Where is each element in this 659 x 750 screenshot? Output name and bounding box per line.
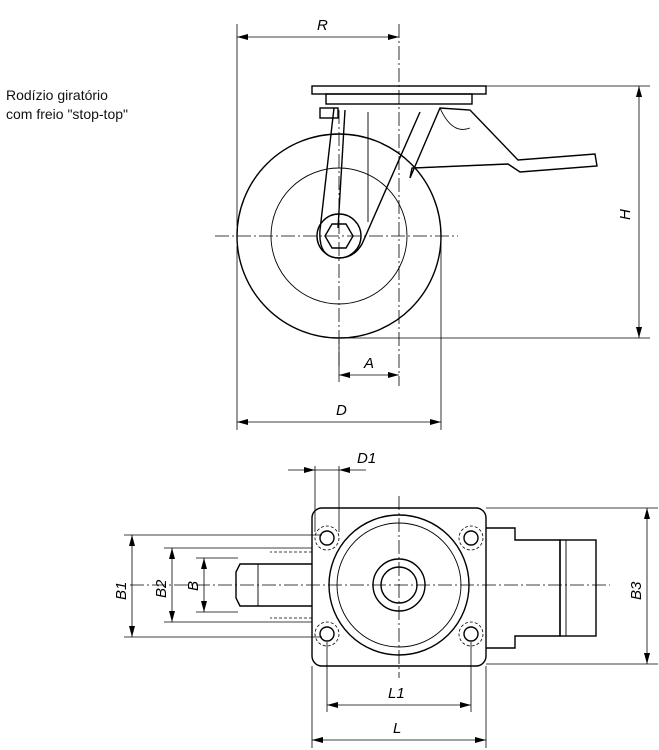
brake-body-top-view (486, 527, 561, 649)
brake-spring (439, 107, 471, 130)
fork-leg (319, 107, 421, 259)
top-view: D1 B1 B2 B (113, 450, 658, 748)
kingpin-bore (380, 566, 418, 604)
l-arrow-right (475, 737, 486, 743)
kingpin-ring (372, 558, 426, 612)
fork-lug (319, 107, 339, 119)
hole-bottom-right-outline (458, 621, 484, 647)
d1-arrow-right (339, 467, 350, 473)
axle-nut (324, 223, 354, 249)
r-arrow-right (388, 34, 399, 40)
swivel-outer-ring (328, 514, 470, 656)
wheel-top-view (235, 563, 312, 607)
h-arrow-top (636, 86, 642, 97)
hole-top-left-outline (314, 525, 340, 551)
l1-arrow-right (460, 702, 471, 708)
h-arrow-bottom (636, 327, 642, 338)
hole-bottom-left (319, 626, 335, 642)
swivel-race (336, 522, 462, 648)
b1-arrow-top (129, 535, 135, 546)
b3-arrow-top (644, 508, 650, 519)
a-arrow-right (388, 372, 399, 378)
wheel-rim (270, 167, 408, 305)
d1-arrow-left (304, 467, 315, 473)
dim-label-b1: B1 (113, 582, 130, 600)
r-arrow-left (237, 34, 248, 40)
brake-pedal-top-view (559, 539, 597, 637)
d-arrow-right (430, 419, 441, 425)
hole-bottom-right (463, 626, 479, 642)
b-arrow-bottom (201, 601, 207, 612)
dim-label-d1: D1 (357, 450, 376, 467)
b2-arrow-bottom (169, 611, 175, 622)
caption-line-2: com freio "stop-top" (6, 106, 128, 122)
dim-label-b2: B2 (153, 579, 170, 598)
drawing-caption: Rodízio giratório com freio "stop-top" (6, 86, 128, 124)
dim-label-h: H (617, 209, 634, 220)
caption-line-1: Rodízio giratório (6, 87, 108, 103)
dim-label-b3: B3 (628, 581, 645, 600)
hole-top-right (463, 530, 479, 546)
dim-label-b: B (185, 581, 202, 591)
dim-label-a: A (363, 355, 374, 372)
top-plate (311, 507, 487, 667)
b1-arrow-bottom (129, 626, 135, 637)
b3-arrow-bottom (644, 653, 650, 664)
hole-top-left (319, 530, 335, 546)
fork-leg-inner (337, 109, 346, 229)
l1-arrow-left (327, 702, 338, 708)
dim-label-l1: L1 (388, 685, 405, 702)
hole-top-right-outline (458, 525, 484, 551)
mounting-holes (314, 525, 484, 647)
d-arrow-left (237, 419, 248, 425)
dim-label-l: L (393, 720, 401, 737)
dim-label-d: D (336, 402, 347, 419)
dim-label-r: R (317, 17, 328, 34)
brake-lever (409, 107, 598, 179)
b-arrow-top (201, 558, 207, 569)
hole-bottom-left-outline (314, 621, 340, 647)
a-arrow-left (339, 372, 350, 378)
b2-arrow-top (169, 548, 175, 559)
side-view: R H A D (215, 17, 650, 430)
l-arrow-left (312, 737, 323, 743)
brake-lever-edge (411, 163, 509, 169)
